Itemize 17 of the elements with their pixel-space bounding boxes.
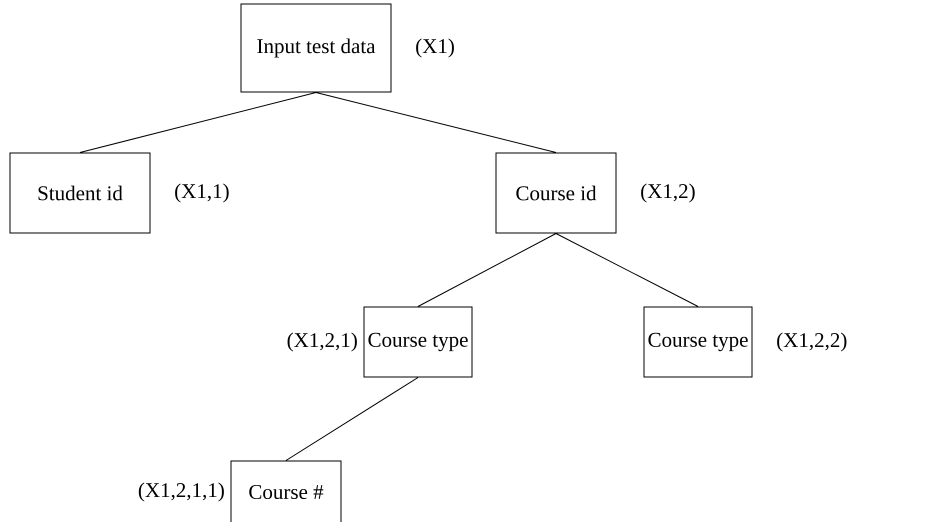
node-label: (X1,2) — [641, 183, 695, 203]
node-label: (X1,2,1) — [288, 332, 357, 352]
tree-box: Course type — [644, 306, 752, 378]
node-label: (X1,2,1,1) — [138, 482, 224, 502]
tree-line — [286, 377, 418, 461]
tree-line — [80, 92, 316, 153]
node-label: (X1) — [416, 38, 454, 58]
tree-line — [556, 233, 698, 307]
tree-box: Course # — [230, 460, 342, 522]
tree-box: Student id — [10, 152, 150, 234]
node-label: (X1,2,2) — [777, 332, 846, 352]
tree-box: Course type — [364, 306, 472, 378]
tree-line — [316, 92, 556, 153]
tree-line — [418, 233, 556, 307]
tree-box: Input test data — [240, 4, 392, 92]
node-label: (X1,1) — [175, 183, 229, 203]
tree-box: Course id — [496, 152, 616, 234]
